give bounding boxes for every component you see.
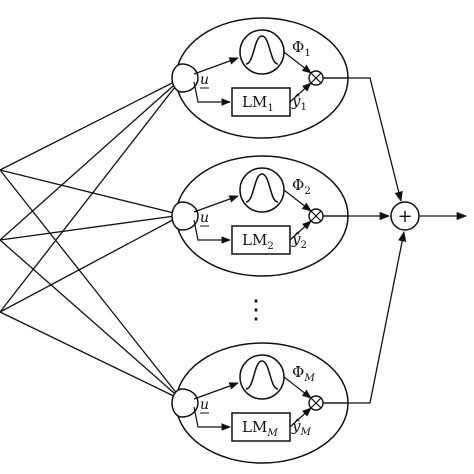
validity-weight-label: Φ1 — [292, 38, 311, 59]
input-vector-label: u — [200, 72, 209, 88]
gaussian-curve — [245, 173, 279, 203]
module-1: LM1 u Φ1 ŷ1 — [171, 17, 349, 139]
local-output-label: ŷM — [291, 417, 311, 438]
summation-node: + — [390, 201, 420, 231]
input-splitter — [171, 63, 183, 93]
input-connections — [0, 77, 184, 401]
input-vector-label: u — [200, 210, 209, 226]
validity-weight-label: Φ2 — [292, 176, 311, 197]
summation-symbol: + — [397, 206, 412, 227]
local-model-box — [231, 412, 291, 442]
local-model-box — [231, 225, 291, 255]
local-model-label: LM1 — [242, 93, 274, 114]
input-vector-label: u — [200, 397, 209, 413]
gaussian-curve — [245, 360, 279, 390]
gaussian-curve — [245, 35, 279, 65]
local-output-label: ŷ2 — [291, 230, 307, 251]
module-M: LMM u ΦM ŷM — [171, 342, 349, 464]
local-model-label: LMM — [242, 418, 278, 439]
input-splitter — [171, 201, 183, 231]
local-output-label: ŷ1 — [291, 92, 307, 113]
ellipsis: ⋮ — [243, 295, 269, 325]
output-connections — [324, 77, 468, 404]
local-model-label: LM2 — [242, 231, 274, 252]
input-splitter — [171, 388, 183, 418]
validity-weight-label: ΦM — [292, 363, 315, 384]
module-2: LM2 u Φ2 ŷ2 — [171, 155, 349, 277]
